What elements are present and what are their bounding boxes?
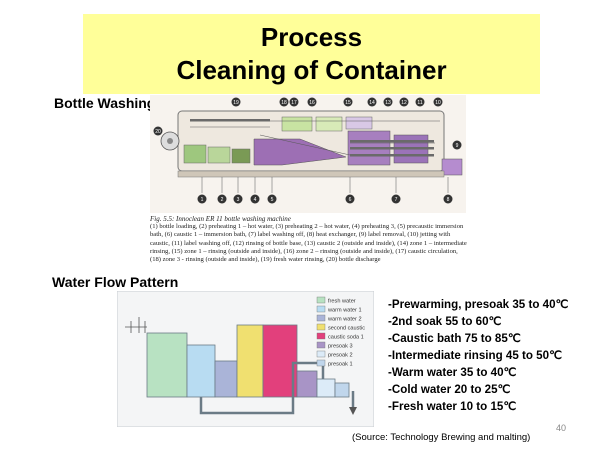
callout-number: 3 — [237, 197, 240, 203]
rinse-zone — [345, 116, 373, 130]
list-item: -2nd soak 55 to 60℃ — [388, 315, 502, 328]
caustic-bath — [253, 138, 347, 166]
tank-fresh-water — [146, 332, 188, 398]
legend-item: fresh water — [316, 296, 356, 305]
tank-presoak-3 — [296, 370, 318, 398]
tank-warm-water-2 — [214, 360, 238, 398]
callout-number: 7 — [395, 197, 398, 203]
legend-item: presoak 1 — [316, 359, 353, 368]
legend-item: presoak 2 — [316, 350, 353, 359]
flow-legend: fresh water warm water 1 warm water 2 se… — [316, 296, 365, 368]
legend-label: second caustic — [328, 326, 365, 332]
callout-number: 12 — [401, 100, 407, 106]
machine-tank — [231, 148, 251, 164]
tank-warm-water-1 — [186, 344, 216, 398]
legend-item: warm water 1 — [316, 305, 362, 314]
bottom-callouts: 1 2 3 4 5 6 7 8 — [197, 194, 453, 204]
tank-presoak-1 — [334, 382, 350, 398]
callout-number: 16 — [309, 100, 315, 106]
legend-label: warm water 1 — [327, 308, 362, 314]
figure-title: Fig. 5.5: Innoclean ER 11 bottle washing… — [150, 215, 291, 223]
legend-item: second caustic — [316, 323, 365, 332]
callout-number: 9 — [456, 143, 459, 149]
legend-item: warm water 2 — [316, 314, 362, 323]
rinse-zone — [281, 116, 313, 132]
list-item: -Cold water 20 to 25℃ — [388, 383, 511, 396]
nozzle-icon — [125, 317, 147, 333]
callout-number: 15 — [345, 100, 351, 106]
loading-wheel-hub — [167, 138, 173, 144]
callout-number: 8 — [447, 197, 450, 203]
source-citation: (Source: Technology Brewing and malting) — [352, 432, 531, 443]
machine-tank — [183, 144, 207, 164]
bottle-chains — [190, 119, 434, 157]
legend-label: presoak 2 — [328, 353, 353, 359]
callout-number: 17 — [291, 100, 297, 106]
tank-second-caustic — [236, 324, 264, 398]
water-flow-diagram: fresh water warm water 1 warm water 2 se… — [117, 291, 374, 427]
heat-exchanger — [441, 158, 463, 176]
callout-number: 4 — [254, 197, 257, 203]
legend-item: caustic soda 1 — [316, 332, 364, 341]
callout-number: 10 — [435, 100, 441, 106]
list-item: -Warm water 35 to 40℃ — [388, 366, 517, 379]
machine-base — [177, 170, 445, 178]
legend-label: presoak 1 — [328, 362, 353, 368]
top-callouts: 19 18 17 16 15 14 13 12 11 10 — [231, 97, 443, 107]
page-number: 40 — [556, 423, 567, 433]
machine-caption: Fig. 5.5: Innoclean ER 11 bottle washing… — [150, 215, 468, 264]
temperature-list: -Prewarming, presoak 35 to 40℃ -2nd soak… — [388, 296, 598, 415]
title-line-2: Cleaning of Container — [176, 55, 447, 85]
legend-label: caustic soda 1 — [328, 335, 364, 341]
callout-number: 18 — [281, 100, 287, 106]
bottle-washing-machine-diagram: 19 18 17 16 15 14 13 12 11 10 20 9 1 2 3… — [150, 95, 466, 213]
legend-item: presoak 3 — [316, 341, 353, 350]
callout-number: 19 — [233, 100, 239, 106]
tank-presoak-2 — [316, 378, 336, 398]
section-label-water-flow: Water Flow Pattern — [52, 274, 179, 290]
list-item: -Intermediate rinsing 45 to 50℃ — [388, 349, 563, 362]
callout-number: 14 — [369, 100, 375, 106]
tank-caustic-soda-1 — [262, 324, 298, 398]
figure-caption-text: (1) bottle loading, (2) preheating 1 – h… — [150, 223, 467, 264]
callout-number: 5 — [271, 197, 274, 203]
drain-arrow-icon — [349, 407, 357, 415]
legend-label: presoak 3 — [328, 344, 353, 350]
callout-number: 13 — [385, 100, 391, 106]
callout-number: 20 — [155, 129, 161, 135]
callout-lines — [201, 177, 449, 193]
list-item: -Caustic bath 75 to 85℃ — [388, 332, 521, 345]
legend-label: warm water 2 — [327, 317, 362, 323]
title-box: Process Cleaning of Container — [83, 14, 540, 94]
machine-tank — [207, 146, 231, 164]
callout-number: 1 — [201, 197, 204, 203]
callout-number: 6 — [349, 197, 352, 203]
title-line-1: Process — [260, 22, 363, 52]
list-item: -Prewarming, presoak 35 to 40℃ — [388, 298, 569, 311]
callout-number: 2 — [221, 197, 224, 203]
list-item: -Fresh water 10 to 15℃ — [388, 400, 517, 413]
callout-number: 11 — [417, 100, 422, 106]
rinse-zone — [315, 116, 343, 132]
legend-label: fresh water — [328, 299, 356, 305]
